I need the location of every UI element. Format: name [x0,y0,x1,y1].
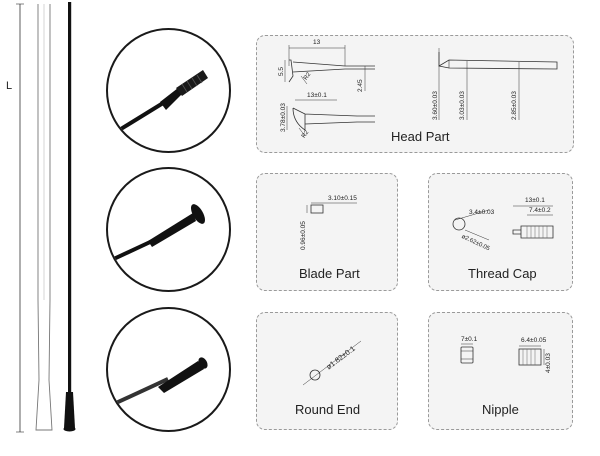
dim-nipple-height: 4±0.03 [545,353,552,373]
dim-thread-length: 13±0.1 [525,197,545,204]
panel-title-thread-cap: Thread Cap [468,266,537,281]
spoke-outline [35,4,53,431]
photo-round [106,307,231,432]
round-end-circle [309,369,321,381]
nipple-front-view [460,346,474,364]
panel-head-part: 13 5.5 R2 2.45 13±0.1 3.78±0.03 R2 3.60±… [256,35,574,153]
panel-title-head-part: Head Part [391,129,450,144]
thread-cap-profile [512,225,554,239]
black-spoke [68,2,72,392]
panel-round-end: ø1.82±0.1 Round End [256,312,398,430]
dim-head-lower-length: 13±0.1 [307,92,327,99]
dim-nipple-length: 6.4±0.05 [521,337,547,344]
head-profile-bottom [292,107,375,131]
blade-cross-section [310,204,324,214]
thread-cap-circle [452,217,466,231]
dim-head-shank-height: 2.45 [357,79,364,92]
dim-thread-cap-dia: 3.4±0.03 [469,209,495,216]
length-label: L [6,80,13,92]
dim-thread-len: 7.4±0.2 [529,207,551,214]
panel-title-round-end: Round End [295,402,361,417]
photo-blade [106,167,231,292]
nipple-side-view [518,348,542,366]
panel-nipple: 7±0.1 6.4±0.05 4±0.03 Nipple [428,312,573,430]
panel-title-blade-part: Blade Part [299,266,360,281]
dim-blade-thickness: 0.96±0.05 [300,221,307,250]
panel-blade-part: 3.10±0.15 0.96±0.05 Blade Part [256,173,398,291]
dim-head-d3: 2.85±0.03 [511,91,518,120]
panel-thread-cap: 3.4±0.03 ø2.62±0.05 13±0.1 7.4±0.2 Threa… [428,173,573,291]
dim-head-total-length: 13 [313,39,321,46]
dim-blade-width: 3.10±0.15 [328,195,357,202]
spoke-drawing: L [0,0,90,456]
panel-title-nipple: Nipple [482,402,519,417]
black-spoke-head [64,392,75,428]
dim-head-d1: 3.60±0.03 [432,91,439,120]
dim-head-lower-height: 3.78±0.03 [280,103,287,132]
blade-head-shape [191,204,205,224]
dim-nipple-width: 7±0.1 [461,336,478,343]
dim-head-d2: 3.03±0.03 [459,91,466,120]
dim-head-top-height: 5.5 [278,66,285,76]
photo-head [106,28,231,153]
head-profile-side [438,52,558,70]
